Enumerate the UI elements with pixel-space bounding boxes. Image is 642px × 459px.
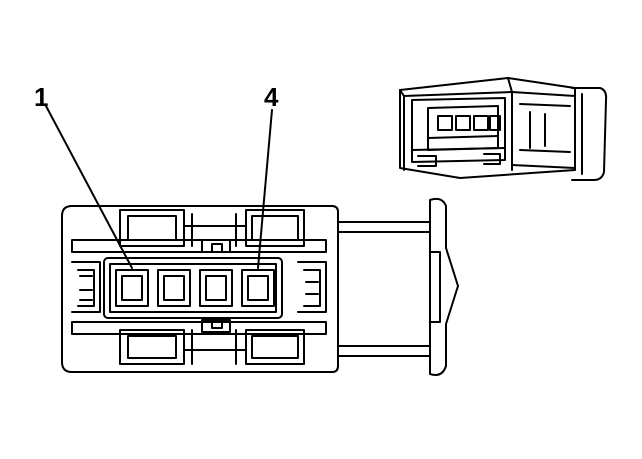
- callout-1-leader: [45, 105, 133, 269]
- callout-label-4: 4: [264, 82, 279, 112]
- terminal-cavity-3: [199, 269, 233, 307]
- terminal-cavity-4: [241, 269, 275, 307]
- connector-inset-view: [399, 77, 608, 181]
- callout-4-leader: [257, 109, 273, 269]
- callout-label-1: 1: [34, 82, 49, 112]
- terminal-cavity-2: [157, 269, 191, 307]
- terminal-cavity-1: [115, 269, 149, 307]
- connector-lock-lever: [337, 197, 459, 376]
- connector-face-view: [61, 205, 339, 373]
